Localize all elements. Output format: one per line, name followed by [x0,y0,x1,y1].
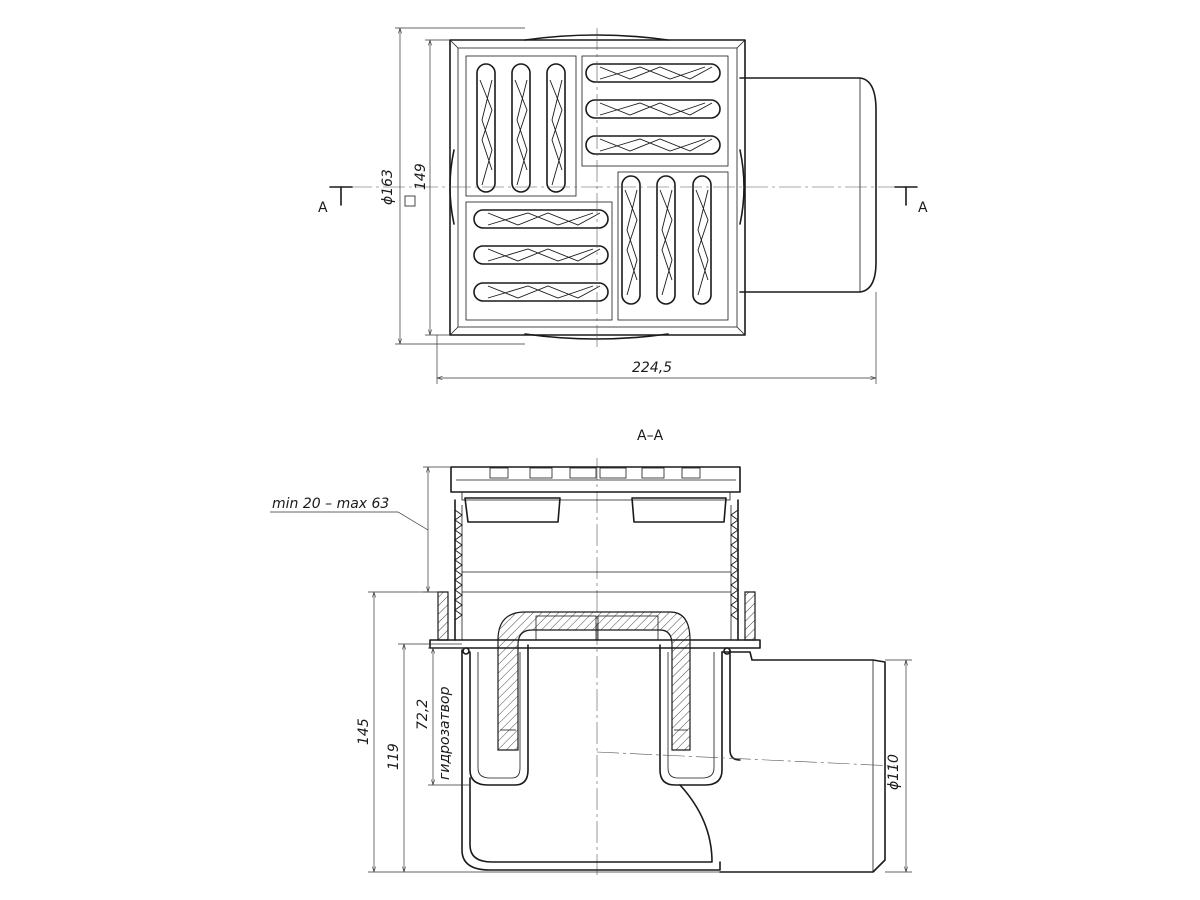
grate-frame [449,39,746,336]
svg-text:A: A [918,200,928,216]
dim-body-height: 119 [386,643,462,872]
outlet-pipe-plan [739,77,877,293]
svg-text:гидрозатвор: гидрозатвор [437,686,453,780]
section-marker-left: A [318,186,353,216]
outlet-pipe-section [596,651,896,873]
svg-text:min 20 – max 63: min 20 – max 63 [272,496,389,512]
dim-height-range: min 20 – max 63 [270,466,451,593]
round-flange [449,34,745,340]
svg-text:119: 119 [386,743,402,770]
grate-panel-bottom-right [617,171,729,321]
slots-top-left [476,63,566,193]
extension-sleeve [454,499,739,641]
slots-top-right [585,63,721,155]
grate-frame-inner [457,47,738,328]
svg-text:149: 149 [413,163,429,190]
square-symbol-icon [404,195,416,207]
siphon-bell [497,611,691,751]
grate-panel-top-left [465,55,577,197]
svg-text:224,5: 224,5 [632,360,672,376]
svg-text:145: 145 [356,718,372,745]
dim-diameter-grate: ϕ163 [380,27,525,345]
dim-square-frame: 149 [404,39,450,336]
dim-overall-width: 224,5 [436,292,877,384]
slots-bottom-right [621,175,712,305]
slots-bottom-left [473,209,609,302]
grate-panel-bottom-left [465,201,613,321]
section-title: A–A [637,428,664,444]
drain-body [461,649,741,871]
svg-text:A: A [318,200,328,216]
section-marker-right: A [894,186,928,216]
grate-lattice [479,66,713,299]
grate-section [450,466,741,523]
grate-panel-top-right [581,55,729,167]
section-view: min 20 – max 63 145 119 72,2 гидрозатвор [270,458,912,875]
water-seal-cup [469,644,723,786]
plan-view: A A ϕ163 149 224,5 [318,27,928,384]
svg-text:ϕ163: ϕ163 [380,169,396,205]
svg-text:72,2: 72,2 [415,699,431,730]
dim-outlet-diameter: ϕ110 [885,659,912,873]
dim-overall-height: 145 [356,591,720,873]
dim-water-seal: 72,2 гидрозатвор [415,647,470,786]
svg-text:ϕ110: ϕ110 [886,754,902,790]
